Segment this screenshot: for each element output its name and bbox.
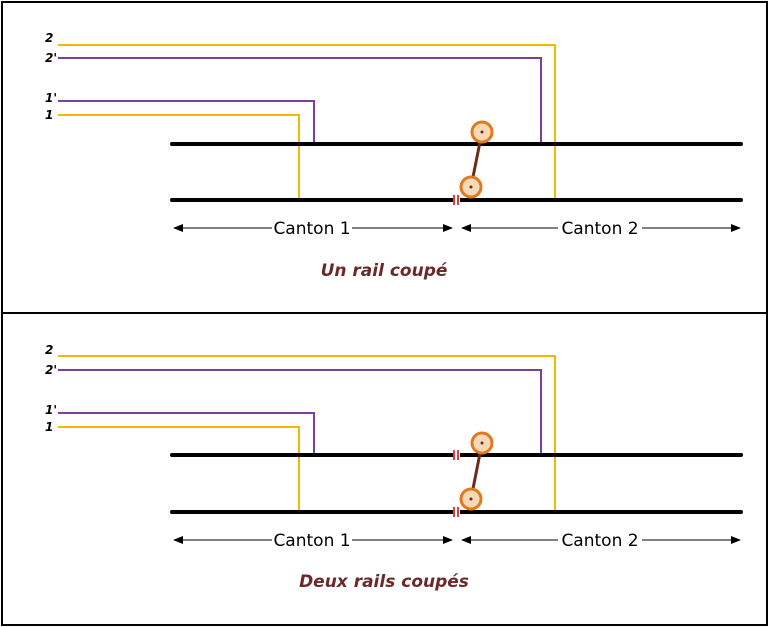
wire-1-prime <box>58 412 315 455</box>
wire-2-prime <box>58 57 542 144</box>
panel-caption: Deux rails coupés <box>299 572 469 592</box>
rail-cut-bottom <box>453 507 460 517</box>
wire-1 <box>58 114 300 200</box>
wire-label-1-prime: 1' <box>45 91 57 105</box>
wheel-axle <box>459 120 494 199</box>
wire-label-2: 2 <box>45 31 53 45</box>
wire-2-prime <box>58 369 542 455</box>
canton-1-label: Canton 1 <box>273 531 350 551</box>
wire-2 <box>58 44 556 200</box>
wire-label-1: 1 <box>45 108 53 122</box>
canton-2-label: Canton 2 <box>561 531 638 551</box>
wire-1 <box>58 426 300 512</box>
wheel-axle <box>459 431 494 511</box>
wire-label-1-prime: 1' <box>45 403 57 417</box>
wire-label-2-prime: 2' <box>45 363 57 377</box>
panel-frame <box>1 312 768 626</box>
wire-label-2-prime: 2' <box>45 51 57 65</box>
wire-label-2: 2 <box>45 343 53 357</box>
rail-cut-top <box>453 450 460 460</box>
canton-1-label: Canton 1 <box>273 219 350 239</box>
panel-two-rails-cut: 2 2' 1' 1 Canton 1 <box>1 312 768 626</box>
wire-label-1: 1 <box>45 420 53 434</box>
wire-2 <box>58 355 556 512</box>
canton-2-label: Canton 2 <box>561 219 638 239</box>
panel-caption: Un rail coupé <box>321 261 448 281</box>
rail-cut-bottom <box>453 195 460 205</box>
panel-one-rail-cut: 2 2' 1' 1 Canton 1 Canton 2 Un rail coup… <box>1 1 768 314</box>
wire-1-prime <box>58 100 315 144</box>
